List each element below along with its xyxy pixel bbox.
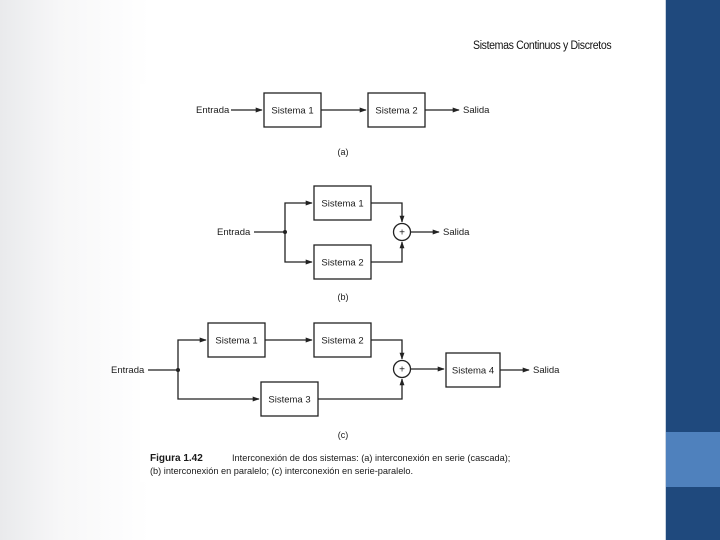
c-system4-box [445, 352, 501, 388]
b-system1-to-adder [371, 202, 405, 223]
c-system1-label: Sistema 1 [215, 336, 257, 347]
c-system4-label: Sistema 4 [452, 366, 494, 377]
b-system2-to-adder [371, 241, 405, 263]
c-system2-box [313, 322, 372, 358]
a-output-label: Salida [463, 105, 490, 116]
b-caption-label: (b) [338, 292, 349, 302]
slide-header-title: Sistemas Continuos y Discretos [473, 40, 612, 52]
c-branch-bottom [177, 370, 260, 402]
b-system2-label: Sistema 2 [321, 258, 363, 269]
figure-panel [140, 84, 581, 482]
sidebar-accent-block [666, 432, 720, 487]
b-system1-box [313, 185, 372, 221]
a-system1-box [263, 92, 322, 128]
c-output-label: Salida [533, 365, 560, 376]
diagram-a [231, 92, 460, 128]
c-system2-to-adder [371, 339, 405, 360]
b-junction-dot [283, 230, 287, 234]
c-system3-to-adder [318, 378, 405, 400]
c-junction-dot [176, 368, 180, 372]
c-caption-label: (c) [338, 430, 349, 440]
b-adder-sign: + [399, 228, 405, 239]
a-system2-box [367, 92, 426, 128]
c-input-label: Entrada [111, 365, 145, 376]
a-input-label: Entrada [196, 105, 230, 116]
a-system2-label: Sistema 2 [375, 106, 417, 117]
b-branch-bottom [284, 232, 313, 265]
b-output-label: Salida [443, 227, 470, 238]
a-system1-label: Sistema 1 [271, 106, 313, 117]
diagram-c [148, 322, 530, 417]
sidebar-divider [665, 0, 666, 540]
b-input-label: Entrada [217, 227, 251, 238]
c-system3-box [260, 381, 319, 417]
figure-caption-line2: (b) interconexión en paralelo; (c) inter… [150, 466, 413, 476]
diagram-b [254, 185, 440, 280]
b-branch-top [284, 200, 313, 232]
c-system1-box [207, 322, 266, 358]
c-branch-top [177, 337, 207, 370]
c-system3-label: Sistema 3 [268, 395, 310, 406]
c-system2-label: Sistema 2 [321, 336, 363, 347]
b-system1-label: Sistema 1 [321, 199, 363, 210]
a-caption-label: (a) [338, 147, 349, 157]
figure-caption-line1: Interconexión de dos sistemas: (a) inter… [232, 453, 510, 463]
c-adder-sign: + [399, 365, 405, 376]
figure-number: Figura 1.42 [150, 453, 203, 464]
